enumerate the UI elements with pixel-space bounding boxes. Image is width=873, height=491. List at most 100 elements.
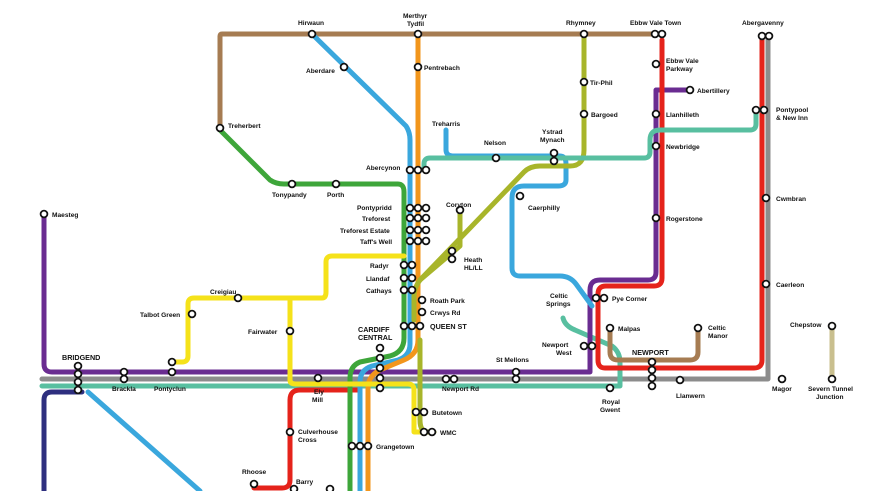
station-magor[interactable]	[777, 374, 787, 384]
station-pontypridd-a[interactable]	[405, 203, 415, 213]
station-radyr-b[interactable]	[407, 260, 417, 270]
station-ebbw-vale-parkway[interactable]	[651, 59, 661, 69]
station-heath-a[interactable]	[447, 246, 457, 256]
station-caerphilly[interactable]	[515, 191, 525, 201]
station-rhymney[interactable]	[579, 29, 589, 39]
station-pontyclun-b[interactable]	[167, 367, 177, 377]
station-pye-corner-b[interactable]	[599, 293, 609, 303]
station-queen-st-b[interactable]	[407, 321, 417, 331]
station-newport-c[interactable]	[647, 373, 657, 383]
station-caerleon[interactable]	[761, 279, 771, 289]
station-treforest-estate-a[interactable]	[405, 225, 415, 235]
station-butetown-a[interactable]	[411, 407, 421, 417]
station-cardiff-central-c[interactable]	[375, 363, 385, 373]
station-cardiff-central-d[interactable]	[375, 373, 385, 383]
station-wmc-a[interactable]	[419, 427, 429, 437]
station-roath-park[interactable]	[417, 295, 427, 305]
station-wmc-b[interactable]	[427, 427, 437, 437]
station-treforest-a[interactable]	[405, 213, 415, 223]
station-heath-b[interactable]	[447, 254, 457, 264]
station-llanwern[interactable]	[675, 375, 685, 385]
station-talbot-green[interactable]	[187, 309, 197, 319]
station-pontypool-b[interactable]	[759, 105, 769, 115]
station-llandaf-b[interactable]	[407, 273, 417, 283]
station-culverhouse[interactable]	[285, 427, 295, 437]
station-cardiff-central-b[interactable]	[375, 353, 385, 363]
station-ely-mill[interactable]	[313, 373, 323, 383]
station-newport-west-b[interactable]	[587, 341, 597, 351]
station-pontypool-a[interactable]	[751, 105, 761, 115]
station-abergavenny-a[interactable]	[757, 31, 767, 41]
station-abercynon-c[interactable]	[421, 165, 431, 175]
station-tonypandy[interactable]	[287, 179, 297, 189]
station-newport-b[interactable]	[647, 365, 657, 375]
station-bridgend-b[interactable]	[73, 369, 83, 379]
station-treforest-c[interactable]	[421, 213, 431, 223]
station-st-mellons-b[interactable]	[511, 374, 521, 384]
station-st-mellons-a[interactable]	[511, 367, 521, 377]
station-pentrebach[interactable]	[413, 62, 423, 72]
station-pontyclun-a[interactable]	[167, 357, 177, 367]
station-cathays-b[interactable]	[407, 285, 417, 295]
station-pye-corner-a[interactable]	[591, 293, 601, 303]
station-treforest-estate-b[interactable]	[413, 225, 423, 235]
station-queen-st-a[interactable]	[399, 321, 409, 331]
station-newport-a[interactable]	[647, 357, 657, 367]
station-taffs-well-a[interactable]	[405, 236, 415, 246]
station-fairwater[interactable]	[285, 326, 295, 336]
station-cardiff-central-e[interactable]	[375, 383, 385, 393]
station-royal-gwent[interactable]	[605, 383, 615, 393]
station-severn-tunnel[interactable]	[827, 374, 837, 384]
station-aberdare[interactable]	[339, 62, 349, 72]
station-bridgend-d[interactable]	[73, 385, 83, 395]
station-rogerstone[interactable]	[651, 213, 661, 223]
station-pontypridd-b[interactable]	[413, 203, 423, 213]
station-bridgend-c[interactable]	[73, 377, 83, 387]
station-treforest-b[interactable]	[413, 213, 423, 223]
station-creigiau[interactable]	[233, 293, 243, 303]
station-hirwaun[interactable]	[307, 29, 317, 39]
station-bargoed[interactable]	[579, 109, 589, 119]
station-nelson[interactable]	[491, 153, 501, 163]
station-treherbert[interactable]	[215, 123, 225, 133]
station-newport-d[interactable]	[647, 381, 657, 391]
station-newbridge[interactable]	[651, 141, 661, 151]
station-grangetown-c[interactable]	[363, 441, 373, 451]
station-porth[interactable]	[331, 179, 341, 189]
station-abercynon-b[interactable]	[413, 165, 423, 175]
station-chepstow[interactable]	[827, 321, 837, 331]
station-llandaf-a[interactable]	[399, 273, 409, 283]
station-ystrad-mynach-a[interactable]	[549, 148, 559, 158]
station-celtic-manor[interactable]	[693, 323, 703, 333]
station-newport-rd-b[interactable]	[449, 374, 459, 384]
station-cwmbran[interactable]	[761, 193, 771, 203]
station-barry-a[interactable]	[289, 484, 299, 491]
station-pontypridd-c[interactable]	[421, 203, 431, 213]
station-brackla-a[interactable]	[119, 367, 129, 377]
station-abertillery[interactable]	[685, 85, 695, 95]
station-queen-st-c[interactable]	[415, 321, 425, 331]
station-llanhilleth[interactable]	[651, 109, 661, 119]
station-maesteg[interactable]	[39, 209, 49, 219]
station-treforest-estate-c[interactable]	[421, 225, 431, 235]
station-radyr-a[interactable]	[399, 260, 409, 270]
station-abergavenny-b[interactable]	[764, 31, 774, 41]
station-abercynon-a[interactable]	[405, 165, 415, 175]
station-butetown-b[interactable]	[419, 407, 429, 417]
station-taffs-well-c[interactable]	[421, 236, 431, 246]
station-tir-phil[interactable]	[579, 77, 589, 87]
station-barry-b[interactable]	[325, 484, 335, 491]
station-brackla-b[interactable]	[119, 374, 129, 384]
station-taffs-well-b[interactable]	[413, 236, 423, 246]
station-newport-west-a[interactable]	[579, 341, 589, 351]
station-ebbw-vale-town-a[interactable]	[650, 29, 660, 39]
station-ystrad-mynach-b[interactable]	[549, 156, 559, 166]
station-cathays-a[interactable]	[399, 285, 409, 295]
station-ebbw-vale-town-b[interactable]	[657, 29, 667, 39]
station-merthyr[interactable]	[413, 29, 423, 39]
station-grangetown-b[interactable]	[355, 441, 365, 451]
station-cardiff-central-a[interactable]	[375, 343, 385, 353]
station-rhoose-a[interactable]	[249, 479, 259, 489]
station-newport-rd-a[interactable]	[441, 374, 451, 384]
station-coryton[interactable]	[455, 205, 465, 215]
